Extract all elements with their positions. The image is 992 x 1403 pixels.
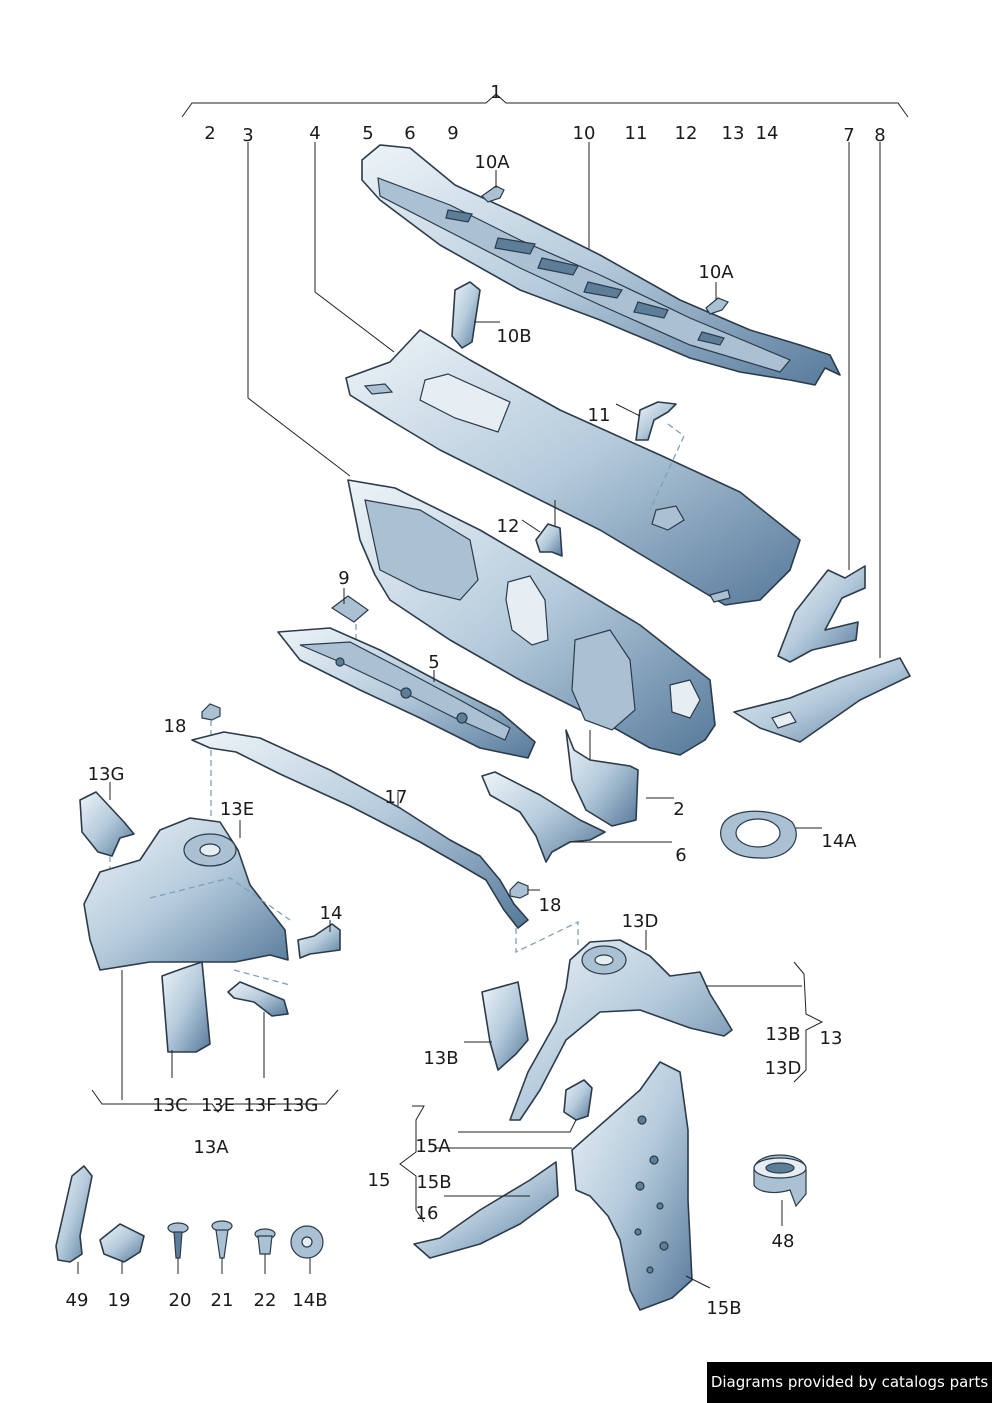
small-parts-leaders bbox=[77, 1254, 311, 1274]
label-13-top: 13 bbox=[722, 123, 745, 144]
label-22: 22 bbox=[254, 1290, 277, 1311]
part-13e-strut-tower-left bbox=[83, 817, 291, 971]
label-10a-1: 10A bbox=[474, 152, 510, 173]
label-15b-bottom: 15B bbox=[706, 1298, 741, 1319]
label-20: 20 bbox=[169, 1290, 192, 1311]
part-4-cowl-panel bbox=[345, 329, 801, 606]
label-13a: 13A bbox=[193, 1137, 229, 1158]
part-15-a-pillar bbox=[571, 1061, 693, 1311]
part-13c-reinforcement bbox=[161, 961, 211, 1053]
label-13d-right: 13D bbox=[765, 1058, 802, 1079]
label-13d: 13D bbox=[622, 911, 659, 932]
part-10b-bracket bbox=[451, 281, 481, 349]
part-8-bracket bbox=[733, 657, 911, 743]
part-18-nut-2 bbox=[509, 881, 529, 899]
part-13d-strut-tower-right bbox=[509, 939, 733, 1121]
part-14a-gasket bbox=[720, 810, 797, 859]
label-13e-bottom: 13E bbox=[201, 1095, 235, 1116]
label-10b: 10B bbox=[496, 326, 531, 347]
label-2: 2 bbox=[673, 799, 684, 820]
top-leaders bbox=[247, 142, 881, 658]
label-13c-bottom: 13C bbox=[152, 1095, 187, 1116]
label-13e: 13E bbox=[220, 799, 254, 820]
part-21-clip bbox=[211, 1220, 233, 1259]
part-10a-clip-1 bbox=[481, 185, 505, 203]
part-9-clip bbox=[330, 595, 369, 623]
part-22-bolt bbox=[254, 1228, 276, 1255]
label-12-top: 12 bbox=[675, 123, 698, 144]
label-12: 12 bbox=[497, 516, 520, 537]
part-20-screw bbox=[167, 1222, 189, 1259]
part-13b-reinforcement bbox=[481, 981, 529, 1071]
callout-labels: 1 2 3 4 5 6 9 10 11 12 13 14 7 8 10A 10A… bbox=[66, 82, 886, 1319]
part-14-bracket bbox=[297, 923, 341, 959]
part-7-bracket bbox=[777, 565, 866, 663]
part-13f-bracket bbox=[227, 981, 289, 1017]
label-5: 5 bbox=[428, 652, 439, 673]
label-6-top: 6 bbox=[404, 123, 415, 144]
part-18-nut-1 bbox=[201, 703, 221, 721]
label-13g: 13G bbox=[88, 764, 125, 785]
assembly-1-bracket bbox=[181, 93, 909, 118]
label-19: 19 bbox=[108, 1290, 131, 1311]
label-1: 1 bbox=[490, 82, 501, 103]
label-17: 17 bbox=[385, 787, 408, 808]
label-18-b: 18 bbox=[539, 895, 562, 916]
label-15: 15 bbox=[368, 1170, 391, 1191]
label-9: 9 bbox=[338, 568, 349, 589]
part-15b-lower-reinforcement bbox=[413, 1161, 559, 1259]
label-4: 4 bbox=[309, 123, 320, 144]
label-15b: 15B bbox=[416, 1172, 451, 1193]
label-14: 14 bbox=[320, 903, 343, 924]
part-10a-clip-2 bbox=[705, 297, 729, 315]
part-15a-bracket bbox=[563, 1079, 593, 1121]
label-13g-bottom: 13G bbox=[282, 1095, 319, 1116]
label-13f-bottom: 13F bbox=[243, 1095, 276, 1116]
part-2-cover bbox=[565, 729, 639, 827]
label-21: 21 bbox=[211, 1290, 234, 1311]
dash-13d bbox=[515, 920, 579, 954]
part-12-bracket bbox=[535, 523, 563, 557]
label-48: 48 bbox=[772, 1231, 795, 1252]
label-11-top: 11 bbox=[625, 123, 648, 144]
part-17-strut-brace bbox=[191, 731, 529, 929]
label-14b: 14B bbox=[292, 1290, 327, 1311]
label-49: 49 bbox=[66, 1290, 89, 1311]
part-14b-washer bbox=[290, 1225, 324, 1259]
label-13: 13 bbox=[820, 1028, 843, 1049]
label-11: 11 bbox=[588, 405, 611, 426]
label-8: 8 bbox=[874, 125, 885, 146]
bottom-left-leaders bbox=[91, 970, 339, 1113]
part-13g-bracket bbox=[79, 791, 135, 857]
label-13b-right: 13B bbox=[765, 1024, 800, 1045]
label-15a: 15A bbox=[415, 1136, 451, 1157]
label-18-a: 18 bbox=[164, 716, 187, 737]
label-3: 3 bbox=[242, 125, 253, 146]
label-9-top: 9 bbox=[447, 123, 458, 144]
label-14-top: 14 bbox=[756, 123, 779, 144]
label-16: 16 bbox=[416, 1203, 439, 1224]
part-48-tape-roll bbox=[753, 1154, 807, 1208]
part-3-bulkhead bbox=[347, 479, 716, 756]
label-7: 7 bbox=[843, 125, 854, 146]
label-6: 6 bbox=[675, 845, 686, 866]
part-49-seal bbox=[55, 1165, 93, 1263]
label-10: 10 bbox=[573, 123, 596, 144]
label-10a-2: 10A bbox=[698, 262, 734, 283]
label-5-top: 5 bbox=[362, 123, 373, 144]
part-19-cage-nut bbox=[99, 1223, 145, 1263]
label-2-top: 2 bbox=[204, 123, 215, 144]
label-14a: 14A bbox=[821, 831, 857, 852]
part-5-reinforcement bbox=[277, 627, 536, 759]
label-13b: 13B bbox=[423, 1048, 458, 1069]
part-11-bracket bbox=[635, 401, 677, 441]
footer-credit: Diagrams provided by catalogs parts bbox=[707, 1362, 992, 1403]
